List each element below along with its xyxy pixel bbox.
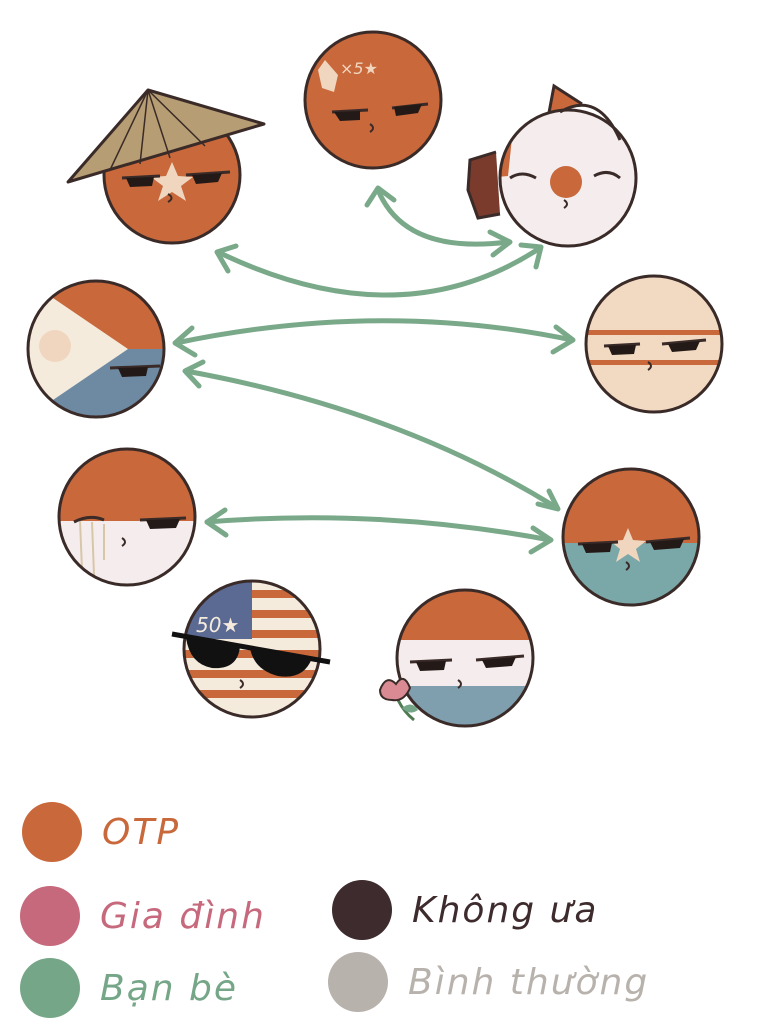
flower-icon — [378, 677, 418, 722]
ball-thailand — [584, 274, 724, 414]
sunglasses-icon — [171, 631, 331, 677]
legend-label-friends: Bạn bè — [100, 967, 239, 1009]
arrow-china-japan — [364, 185, 513, 258]
ball-usa: 50★ — [171, 579, 331, 719]
legend-swatch-dislike — [332, 880, 392, 940]
ball-vietnam-hat — [66, 88, 266, 245]
china-marking: ×5★ — [340, 59, 378, 78]
ball-china: ×5★ — [303, 30, 443, 170]
legend-label-otp: OTP — [102, 811, 181, 853]
relationship-diagram: ×5★ — [26, 30, 724, 728]
conical-hat-icon — [66, 88, 266, 184]
arrow-indonesia-vietnam — [204, 507, 554, 555]
legend-label-family: Gia đình — [100, 895, 266, 937]
legend-item-neutral: Bình thường — [328, 952, 649, 1012]
legend-item-friends: Bạn bè — [20, 958, 238, 1018]
legend-label-neutral: Bình thường — [408, 961, 650, 1003]
cat-ears-icon — [559, 103, 622, 141]
usa-marking: 50★ — [196, 613, 239, 637]
legend-item-otp: OTP — [22, 802, 180, 862]
ball-japan-cat — [466, 83, 638, 248]
legend-swatch-otp — [22, 802, 82, 862]
legend-swatch-family — [20, 886, 80, 946]
arrow-philippines-thailand — [172, 318, 576, 358]
legend-label-dislike: Không ưa — [412, 889, 599, 931]
ball-indonesia — [57, 447, 197, 587]
arrow-vietnam-japan — [214, 242, 544, 298]
arrow-philippines-vietnam — [182, 359, 561, 512]
legend-item-dislike: Không ưa — [332, 880, 598, 940]
ball-vietnam-star — [561, 467, 701, 607]
legend-swatch-neutral — [328, 952, 388, 1012]
ball-philippines — [26, 279, 166, 419]
legend-item-family: Gia đình — [20, 886, 266, 946]
legend-swatch-friends — [20, 958, 80, 1018]
ball-russia — [378, 588, 535, 728]
